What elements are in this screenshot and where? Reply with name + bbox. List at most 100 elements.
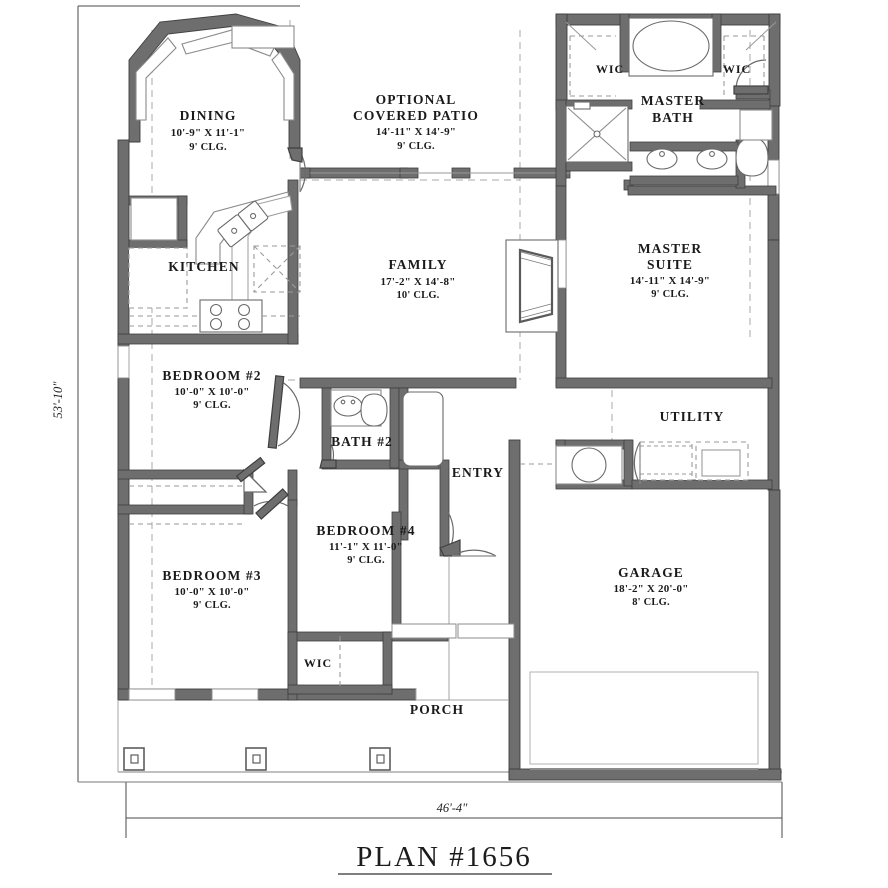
wic-bed3-label: WIC bbox=[304, 656, 332, 670]
water-heater bbox=[571, 447, 607, 483]
refrigerator bbox=[128, 247, 188, 309]
cooktop-range bbox=[199, 299, 263, 333]
wic-right-label: WIC bbox=[723, 62, 751, 76]
wall-west-upper bbox=[117, 139, 130, 347]
utility-name: UTILITY bbox=[660, 409, 725, 424]
wall-bed2-bed3-b bbox=[117, 504, 253, 515]
wall-bath2-tub-sep bbox=[389, 387, 400, 469]
room-label-bath2: BATH #2 bbox=[331, 434, 392, 449]
wall-utility-south bbox=[631, 479, 773, 490]
garage-size: 18'-2" X 20'-0" bbox=[613, 583, 688, 595]
door-leaf-bath2 bbox=[319, 459, 337, 469]
kitchen-name: KITCHEN bbox=[168, 259, 239, 274]
patio-name2: COVERED PATIO bbox=[353, 108, 479, 123]
wall-garage-west bbox=[508, 439, 521, 781]
wall-kitchen-east bbox=[287, 179, 299, 345]
overall-height-dimension: 53'-10" bbox=[51, 381, 65, 419]
wall-east-master-suite bbox=[767, 239, 780, 491]
dining-name: DINING bbox=[180, 108, 237, 123]
room-label-dining: DINING 10'-9" X 11'-1" 9' CLG. bbox=[171, 108, 246, 153]
kitchen-sink bbox=[217, 200, 269, 248]
family-size: 17'-2" X 14'-8" bbox=[380, 276, 455, 288]
wall-vanity-front bbox=[629, 175, 739, 186]
wall-family-south bbox=[299, 377, 517, 389]
wic-diagonals bbox=[565, 21, 777, 51]
room-label-entry: ENTRY bbox=[452, 465, 504, 480]
door-utility bbox=[633, 441, 641, 485]
burner-4 bbox=[237, 317, 251, 331]
patio-size: 14'-11" X 14'-9" bbox=[376, 126, 456, 138]
patio-ceiling: 9' CLG. bbox=[397, 141, 435, 152]
room-label-porch: PORCH bbox=[410, 702, 463, 717]
room-label-master-suite: MASTER SUITE 14'-11" X 14'-9" 9' CLG. bbox=[630, 241, 710, 300]
porch-column bbox=[245, 747, 267, 771]
wall-vanity-back bbox=[629, 141, 739, 152]
overall-height-dimension-text: 53'-10" bbox=[51, 381, 65, 419]
wall-wic-south bbox=[287, 684, 393, 695]
dimension-lines bbox=[77, 5, 783, 838]
garage-name: GARAGE bbox=[618, 565, 684, 580]
shower-valve bbox=[573, 101, 591, 110]
family-ceiling: 10' CLG. bbox=[396, 290, 439, 301]
wall-bed3-bed4 bbox=[287, 499, 298, 701]
faucet-left bbox=[659, 151, 665, 157]
msuite-ceiling: 9' CLG. bbox=[651, 289, 689, 300]
linen-closet bbox=[739, 109, 773, 141]
bed3-closet-shelf bbox=[129, 485, 244, 525]
entry-name: ENTRY bbox=[452, 465, 504, 480]
porch-columns bbox=[123, 747, 391, 771]
patio-name: OPTIONAL bbox=[376, 92, 457, 107]
window-south-bed3b bbox=[211, 688, 259, 701]
room-label-family: FAMILY 17'-2" X 14'-8" 10' CLG. bbox=[380, 257, 455, 301]
msuite-name: MASTER bbox=[638, 241, 702, 256]
porch-column bbox=[123, 747, 145, 771]
burner-2 bbox=[209, 317, 223, 331]
toilet-bath2 bbox=[360, 393, 388, 427]
burner-3 bbox=[237, 303, 251, 317]
wall-bath2-west bbox=[321, 387, 332, 469]
plan-title-block: PLAN #1656 bbox=[338, 841, 552, 875]
wall-master-south bbox=[555, 377, 773, 389]
wall-east-masterbath-top bbox=[768, 13, 781, 107]
msuite-name2: SUITE bbox=[647, 257, 693, 272]
wic-left-label: WIC bbox=[596, 62, 624, 76]
thin-outlines bbox=[117, 346, 515, 772]
msuite-size: 14'-11" X 14'-9" bbox=[630, 275, 710, 287]
door-leaf-bed2 bbox=[267, 375, 285, 449]
overall-width-dimension-text: 46'-4" bbox=[437, 801, 469, 815]
wall-wic-right-south bbox=[699, 99, 771, 110]
door-bed3-closet bbox=[235, 456, 268, 493]
room-label-bed2: BEDROOM #2 10'-0" X 10'-0" 9' CLG. bbox=[162, 368, 260, 411]
doors bbox=[235, 59, 769, 770]
burner-1 bbox=[209, 303, 223, 317]
wic-shelving-left bbox=[569, 35, 616, 97]
fireplace bbox=[505, 239, 559, 333]
mbath-name2: BATH bbox=[652, 110, 694, 125]
room-labels: DINING 10'-9" X 11'-1" 9' CLG. OPTIONAL … bbox=[162, 62, 751, 717]
bed4-ceiling: 9' CLG. bbox=[347, 555, 385, 566]
window-west-bed2 bbox=[117, 345, 130, 379]
door-bed2 bbox=[277, 379, 301, 447]
room-label-bed3: BEDROOM #3 10'-0" X 10'-0" 9' CLG. bbox=[162, 568, 260, 611]
room-label-bed4: BEDROOM #4 11'-1" X 11'-0" 9' CLG. bbox=[316, 523, 414, 566]
window-south-bed3 bbox=[128, 688, 176, 701]
dryer-drum bbox=[701, 449, 741, 477]
garage-apron bbox=[529, 671, 759, 765]
dining-size: 10'-9" X 11'-1" bbox=[171, 127, 246, 139]
tub-bath2 bbox=[402, 391, 444, 467]
dining-ceiling: 9' CLG. bbox=[189, 142, 227, 153]
porch-column bbox=[369, 747, 391, 771]
utility-counter bbox=[640, 445, 692, 475]
wall-kitchen-bed2 bbox=[117, 333, 299, 345]
faucet-right bbox=[709, 151, 715, 157]
wall-mbath-south bbox=[627, 185, 777, 196]
door-leaf-masterbath bbox=[733, 85, 769, 95]
room-label-kitchen: KITCHEN bbox=[168, 259, 239, 274]
bay-windows bbox=[135, 25, 295, 121]
bed4-size: 11'-1" X 11'-0" bbox=[329, 541, 403, 553]
wall-shower-south bbox=[565, 161, 633, 172]
wall-utility-closet-e bbox=[623, 439, 634, 487]
wall-garage-east bbox=[768, 489, 781, 781]
room-label-patio: OPTIONAL COVERED PATIO 14'-11" X 14'-9" … bbox=[353, 92, 479, 152]
